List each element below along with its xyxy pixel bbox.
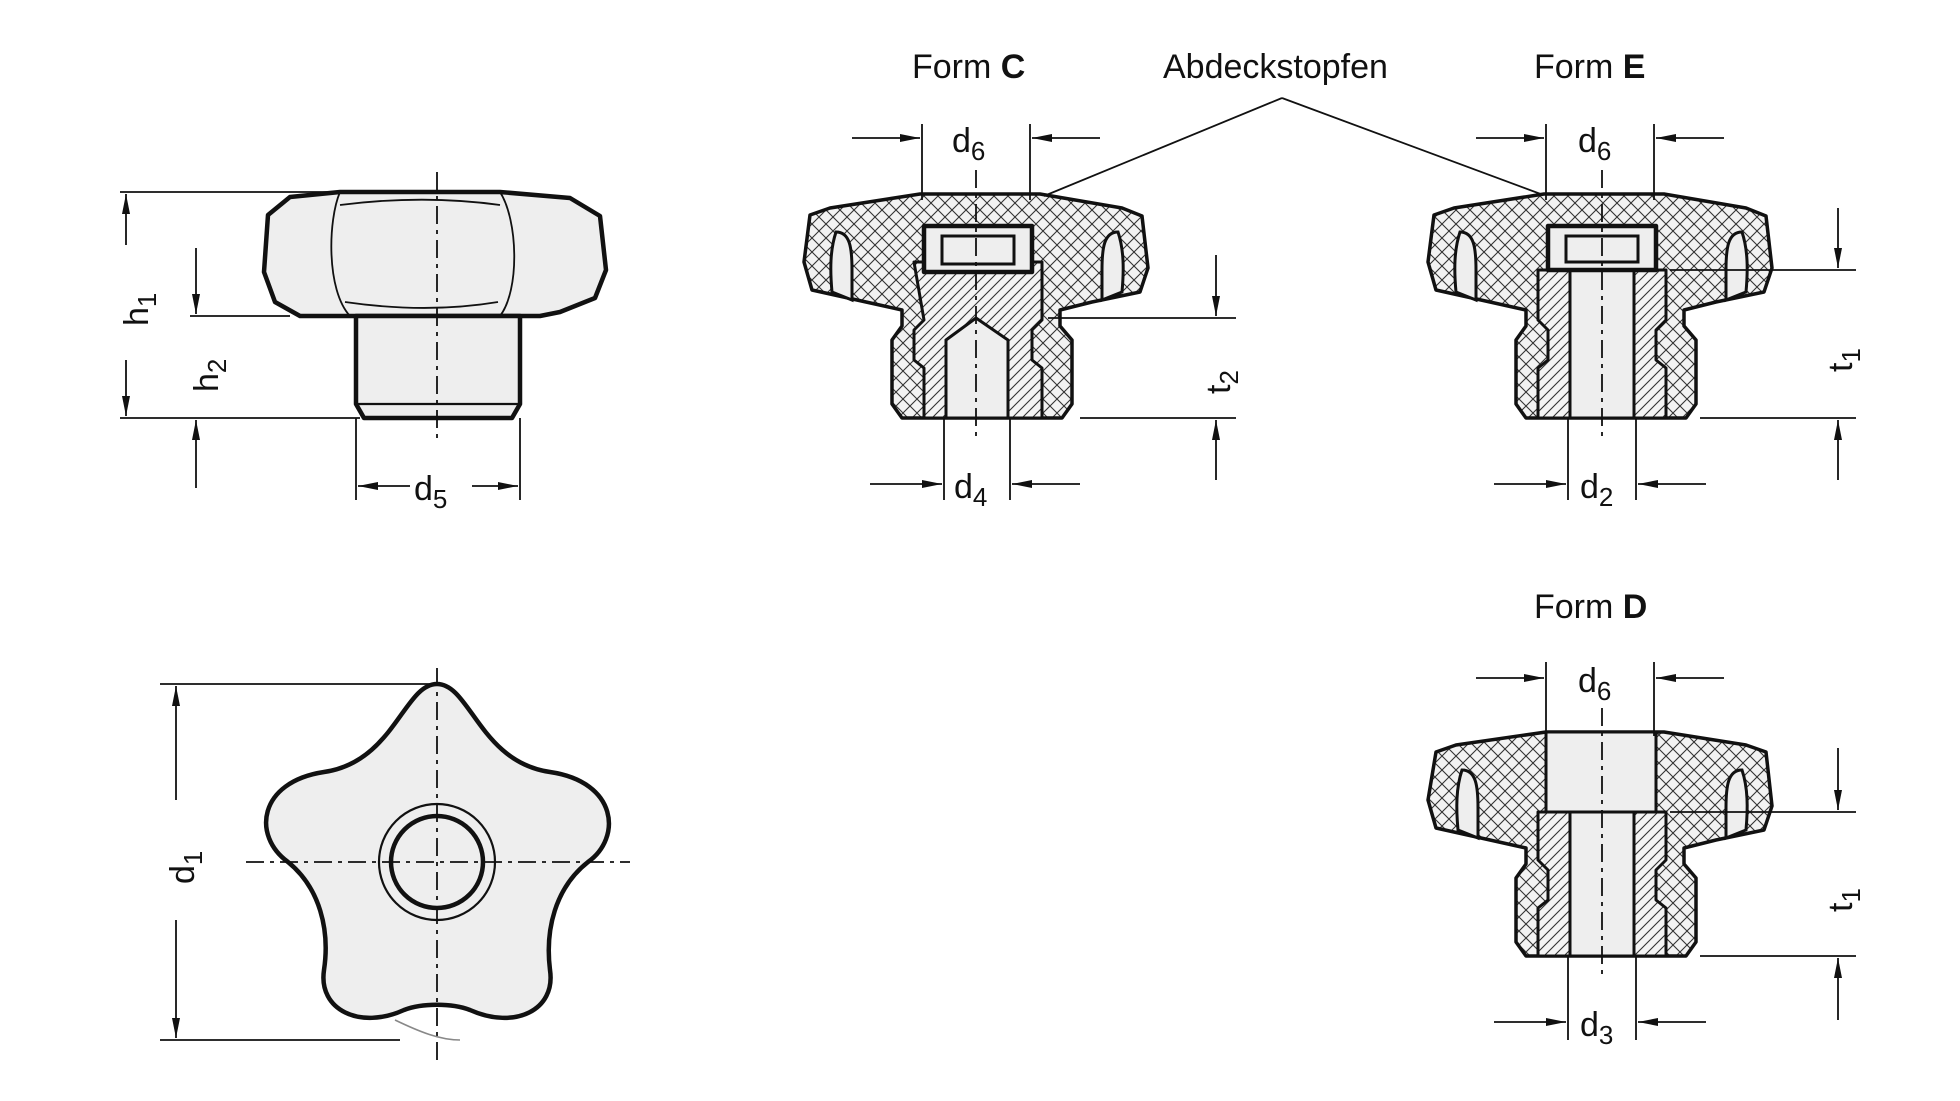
form-c-view: Form C d6 d4 t2 (802, 48, 1244, 512)
form-d-view: Form D d6 d3 t1 (1426, 588, 1866, 1050)
form-e-dim-d2-label: d2 (1580, 468, 1613, 512)
top-view-dimensions (160, 683, 461, 1041)
form-c-dimensions (852, 124, 1236, 500)
dim-d5-label: d5 (414, 470, 447, 514)
form-e-view: Form E d6 d2 t1 (1426, 48, 1866, 512)
form-e-dim-t1-label: t1 (1822, 348, 1866, 372)
top-view: d1 (160, 668, 630, 1060)
form-c-dim-d6-label: d6 (952, 122, 985, 166)
form-e-title: Form E (1534, 48, 1645, 86)
plug-callout-label: Abdeckstopfen (1163, 48, 1388, 86)
form-c-title: Form C (912, 48, 1025, 86)
side-view-part (261, 172, 609, 440)
form-d-title: Form D (1534, 588, 1647, 626)
form-d-top-bore (1544, 730, 1658, 814)
dim-d1-label: d1 (164, 851, 208, 884)
side-view: h1 h2 d5 (118, 172, 609, 514)
form-c-dim-t2-label: t2 (1200, 370, 1244, 394)
side-view-dimensions (120, 191, 521, 500)
form-d-dim-d3-label: d3 (1580, 1006, 1613, 1050)
form-d-dim-t1-label: t1 (1822, 888, 1866, 912)
form-d-dimensions (1476, 662, 1856, 1040)
dim-h1-label: h1 (118, 293, 162, 326)
plug-callout: Abdeckstopfen (1043, 48, 1547, 197)
dim-h2-label: h2 (188, 359, 232, 392)
form-c-dim-d4-label: d4 (954, 468, 987, 512)
form-e-dimensions (1476, 124, 1856, 500)
form-d-dim-d6-label: d6 (1578, 662, 1611, 706)
form-e-dim-d6-label: d6 (1578, 122, 1611, 166)
